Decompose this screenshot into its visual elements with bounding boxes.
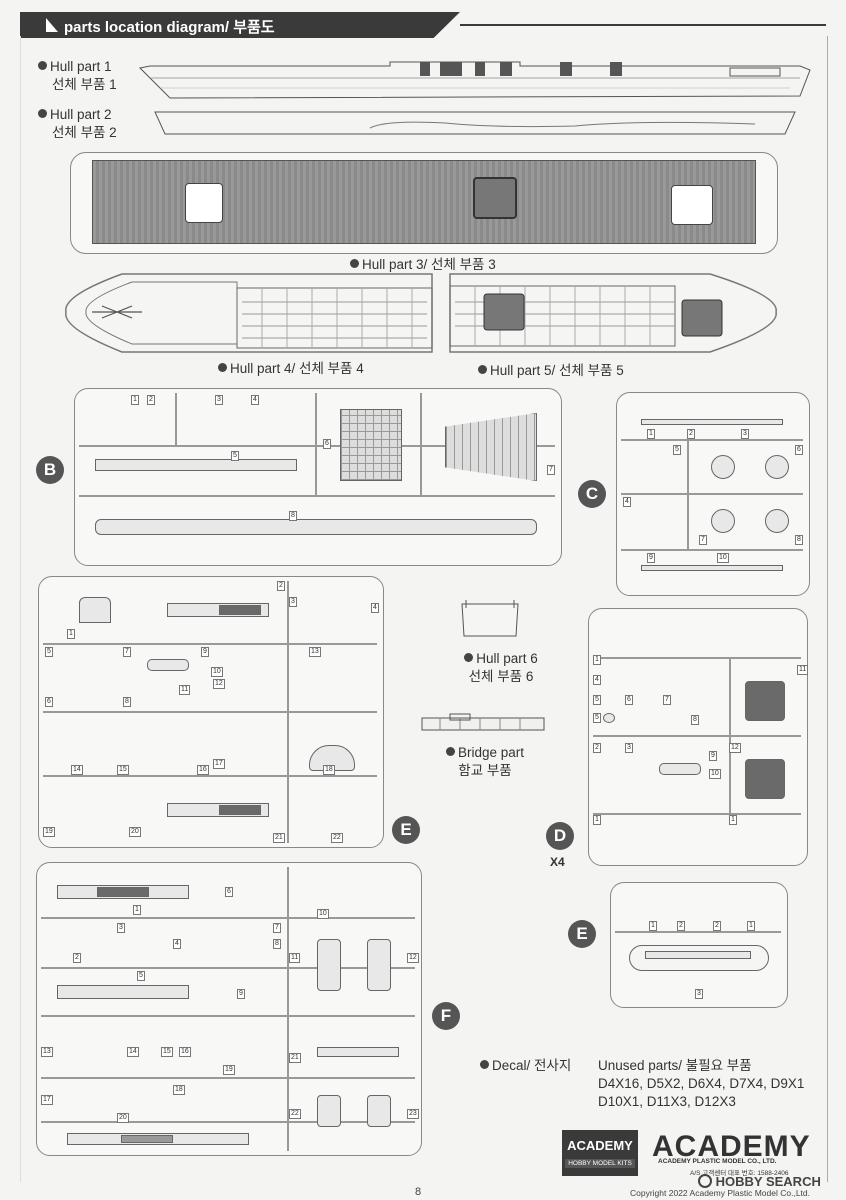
hull-part-4-drawing [65,273,433,353]
hull-part-3-deck [92,160,756,244]
unused-parts-line-1: D4X16, D5X2, D6X4, D7X4, D9X1 [598,1076,805,1091]
bullet-icon [350,259,359,268]
bullet-icon [218,363,227,372]
copyright: Copyright 2022 Academy Plastic Model Co.… [630,1188,811,1198]
watermark: HOBBY SEARCH [698,1174,821,1189]
decal-label: Decal/ 전사지 [480,1057,571,1075]
sprue-b-badge: B [36,456,64,484]
section-header: parts location diagram/ 부품도 [20,12,460,38]
hull-part-2-label: Hull part 2 선체 부품 2 [38,106,117,142]
academy-wordmark: ACADEMY [652,1130,811,1163]
hull-part-5-label: Hull part 5/ 선체 부품 5 [478,362,624,380]
section-title: parts location diagram/ 부품도 [64,19,275,36]
bridge-part-drawing [421,713,545,731]
bullet-icon [464,653,474,662]
hull-part-1-label: Hull part 1 선체 부품 1 [38,58,117,94]
sprue-c-badge: C [578,480,606,508]
header-rule [460,24,826,26]
hull-part-5-drawing [449,273,777,353]
page-number: 8 [415,1186,422,1198]
sprue-e-badge: E [392,816,420,844]
unused-parts-line-2: D10X1, D11X3, D12X3 [598,1094,736,1109]
hull-part-3-label: Hull part 3/ 선체 부품 3 [350,256,496,274]
hull-part-4-label: Hull part 4/ 선체 부품 4 [218,360,364,378]
bullet-icon [478,365,487,374]
page-frame [20,36,828,1182]
service-number: A/S 고객센터 대표 번호: 1588-2406 [690,1170,789,1177]
bridge-part-label: Bridge part 함교 부품 [430,744,540,780]
hull-part-1-drawing [138,61,811,99]
unused-parts-title: Unused parts/ 불필요 부품 [598,1058,752,1073]
bullet-icon [480,1060,489,1069]
bullet-icon [445,747,455,756]
elevator-opening [185,183,223,223]
sprue-e-small-badge: E [568,920,596,948]
academy-badge-logo: ACADEMY HOBBY MODEL KITS [562,1130,638,1176]
hull-part-2-drawing [154,111,796,135]
hull-part-6-drawing [461,600,519,637]
bullet-icon [38,109,47,118]
sprue-d-badge: D [546,822,574,850]
watermark-icon [698,1174,712,1188]
header-arrow-icon [46,18,58,32]
elevator-panel [473,177,517,219]
hull-part-6-label: Hull part 6 선체 부품 6 [446,650,556,686]
company-name: ACADEMY PLASTIC MODEL CO., LTD. [658,1158,777,1165]
unused-parts-list: Unused parts/ 불필요 부품 D4X16, D5X2, D6X4, … [598,1057,804,1111]
bullet-icon [38,61,47,70]
sprue-d-quantity: X4 [550,855,565,869]
sprue-f-badge: F [432,1002,460,1030]
elevator-opening [671,185,713,225]
